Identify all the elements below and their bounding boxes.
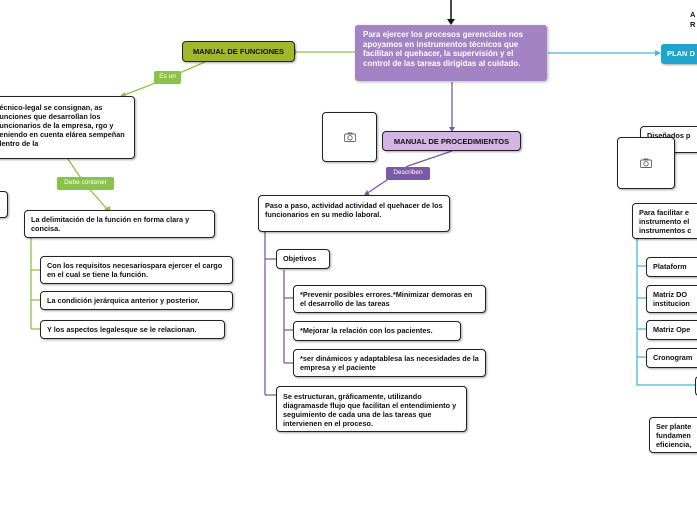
funciones-definition[interactable]: técnico-legal se consignan, as funciones… [0,96,135,159]
plan-item-matriz-ope-text: Matriz Ope [653,325,691,334]
plan-item-matriz-do[interactable]: Matriz DO institucion [646,285,697,313]
funciones-definition-text: técnico-legal se consignan, as funciones… [0,103,125,148]
plan-title: PLAN D [667,49,695,58]
image-placeholder-procedimientos[interactable] [322,112,377,162]
objetivo-prevenir[interactable]: *Prevenir posibles errores.*Minimizar de… [293,285,486,313]
plan-item-plataforma[interactable]: Plataform [646,257,697,277]
procedimientos-paso-a-paso[interactable]: Paso a paso, actividad actividad el queh… [258,195,450,232]
left-edge-partial-node[interactable] [0,191,8,218]
objetivo-dinamicos-text: *ser dinámicos y adaptablesa las necesid… [300,354,479,372]
funcion-delimitacion[interactable]: La delimitación de la función en forma c… [24,210,215,238]
top-right-line2: R [690,20,696,29]
plan-bottom-node[interactable]: Ser plante fundamen eficiencia, [649,417,697,453]
plan-item-cronograma[interactable]: Cronogram [646,348,697,368]
debe-contener-label: Debe contener [57,177,114,190]
objetivos-text: Objetivos [283,254,317,263]
image-placeholder-plan[interactable] [617,137,675,189]
objetivo-dinamicos[interactable]: *ser dinámicos y adaptablesa las necesid… [293,349,486,377]
plan-facilitar[interactable]: Para facilitar e instrumento el instrume… [632,203,697,239]
manual-procedimientos-title: MANUAL DE PROCEDIMIENTOS [393,137,510,146]
objetivo-mejorar[interactable]: *Mejorar la relación con los pacientes. [293,321,461,341]
plan-item-matriz-do-text: Matriz DO institucion [653,290,690,308]
procedimientos-estructura-text: Se estructuran, gráficamente, utilizando… [283,392,457,428]
procedimientos-estructura[interactable]: Se estructuran, gráficamente, utilizando… [276,386,467,432]
central-topic-text: Para ejercer los procesos gerenciales no… [363,30,524,68]
plan-bottom-text: Ser plante fundamen eficiencia, [656,422,692,449]
plan-item-plataforma-text: Plataform [653,262,687,271]
plan-node[interactable]: PLAN D [661,44,697,64]
plan-item-cronograma-text: Cronogram [653,353,693,362]
objetivos-node[interactable]: Objetivos [276,249,330,269]
manual-procedimientos-node[interactable]: MANUAL DE PROCEDIMIENTOS [382,131,521,151]
funcion-item-jerarquica-text: La condición jerárquica anterior y poste… [47,296,200,305]
top-right-line1: A [690,10,696,19]
describen-label: Describen [386,167,430,180]
camera-icon [640,158,652,168]
procedimientos-paso-a-paso-text: Paso a paso, actividad actividad el queh… [265,201,443,219]
es-un-label: Es un [154,71,181,84]
funcion-item-requisitos-text: Con los requisitos necesariospara ejerce… [47,261,223,279]
plan-facilitar-text: Para facilitar e instrumento el instrume… [639,208,692,235]
funcion-item-legales[interactable]: Y los aspectos legalesque se le relacion… [40,320,225,339]
central-topic[interactable]: Para ejercer los procesos gerenciales no… [355,25,547,81]
top-right-partial-text: A R [690,10,695,30]
manual-funciones-node[interactable]: MANUAL DE FUNCIONES [182,41,295,62]
plan-item-matriz-ope[interactable]: Matriz Ope [646,320,697,340]
manual-funciones-title: MANUAL DE FUNCIONES [192,47,285,56]
objetivo-mejorar-text: *Mejorar la relación con los pacientes. [300,326,433,335]
funcion-item-requisitos[interactable]: Con los requisitos necesariospara ejerce… [40,256,233,284]
funcion-item-jerarquica[interactable]: La condición jerárquica anterior y poste… [40,291,233,310]
objetivo-prevenir-text: *Prevenir posibles errores.*Minimizar de… [300,290,473,308]
funcion-delimitacion-text: La delimitación de la función en forma c… [31,215,190,233]
camera-icon [343,132,356,142]
funcion-item-legales-text: Y los aspectos legalesque se le relacion… [47,325,197,334]
